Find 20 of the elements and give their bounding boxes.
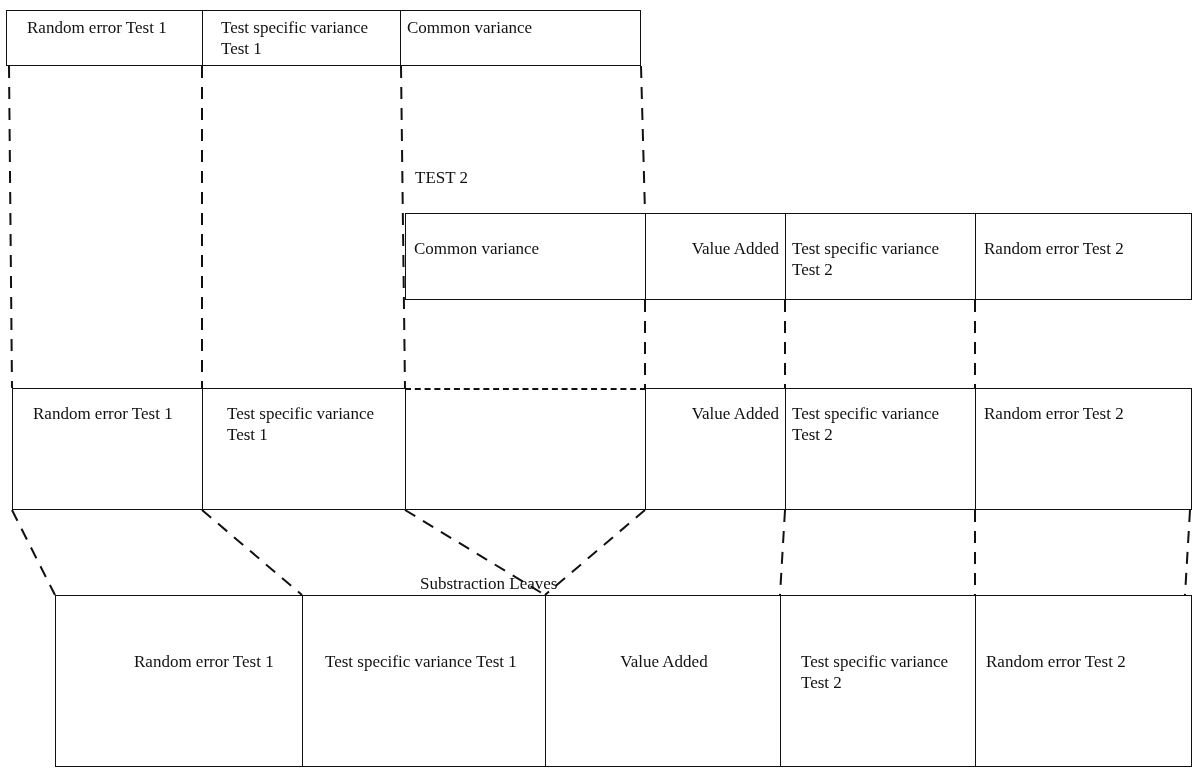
variance-box: Test specific variance Test 2 bbox=[785, 213, 976, 300]
caption-text: Substraction Leaves bbox=[420, 574, 558, 594]
variance-box: Test specific variance Test 2 bbox=[785, 388, 976, 510]
variance-box: Random error Test 1 bbox=[6, 10, 203, 66]
variance-box: Random error Test 2 bbox=[975, 388, 1192, 510]
variance-box: Random error Test 1 bbox=[55, 595, 303, 767]
section-label: TEST 2 bbox=[415, 168, 469, 188]
variance-box: Test specific variance Test 2 bbox=[780, 595, 976, 767]
variance-box: Value Added bbox=[645, 388, 786, 510]
variance-box: Test specific variance Test 1 bbox=[202, 388, 406, 510]
variance-box: Common variance bbox=[405, 213, 646, 300]
variance-box: Random error Test 1 bbox=[12, 388, 203, 510]
variance-box: Test specific variance Test 1 bbox=[302, 595, 546, 767]
variance-box: Value Added bbox=[545, 595, 781, 767]
empty-box bbox=[405, 388, 646, 510]
variance-box: Random error Test 2 bbox=[975, 213, 1192, 300]
variance-box: Test specific variance Test 1 bbox=[202, 10, 401, 66]
variance-box: Random error Test 2 bbox=[975, 595, 1192, 767]
variance-box: Common variance bbox=[400, 10, 641, 66]
variance-box: Value Added bbox=[645, 213, 786, 300]
